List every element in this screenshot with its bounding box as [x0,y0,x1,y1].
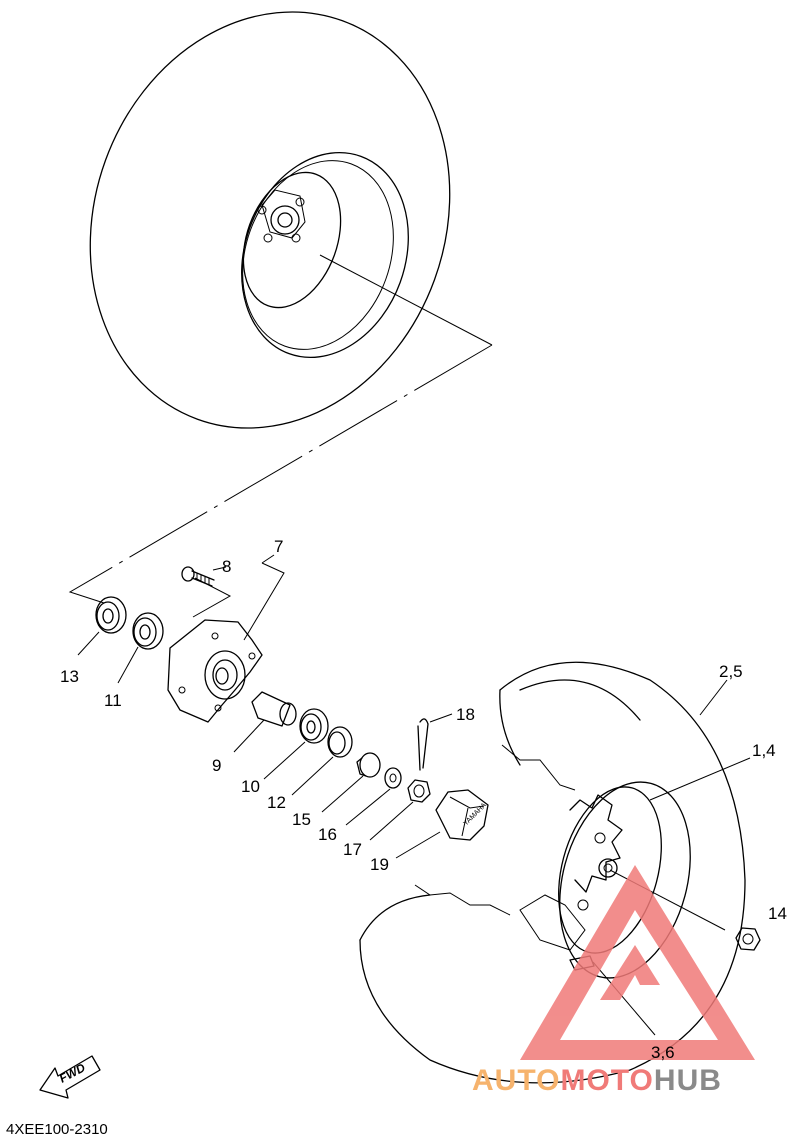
watermark-text: AUTOMOTOHUB [472,1064,722,1097]
bearing-13 [77,596,127,656]
watermark-logo [520,865,755,1060]
washer-16 [345,767,402,826]
callout-11: 11 [104,691,122,710]
seal-12 [291,726,353,796]
callout-14: 14 [768,904,787,923]
callout-1-4: 1,4 [752,741,776,760]
callout-15: 15 [292,810,311,829]
collar-15 [321,752,381,813]
callout-2-5: 2,5 [719,662,743,681]
callout-13: 13 [60,667,79,686]
callout-10: 10 [241,777,260,796]
watermark-part1: AUTO [472,1064,560,1097]
fwd-arrow-icon: FWD [39,1055,101,1099]
triangle-logo-icon [520,865,755,1060]
callout-19: 19 [370,855,389,874]
callout-18: 18 [456,705,475,724]
watermark-part3: HUB [654,1064,722,1097]
hub-cap-19: YAMAHA [395,789,489,859]
nut-17 [369,779,431,841]
watermark-part2: MOTO [560,1064,653,1097]
callout-16: 16 [318,825,337,844]
callout-3-6: 3,6 [651,1043,675,1062]
bearing-11 [117,612,164,684]
exploded-tire [359,661,746,1084]
callout-9: 9 [212,756,221,775]
callout-12: 12 [267,793,286,812]
diagram-code: 4XEE100-2310 [6,1121,108,1138]
reference-line [68,344,493,604]
callout-17: 17 [343,840,362,859]
fwd-label: FWD [57,1060,88,1085]
assembled-tire [89,11,493,429]
bearing-10 [263,708,329,780]
inner-logo-icon [600,945,660,1000]
spacer-9 [233,691,297,753]
callout-8: 8 [222,557,231,576]
hub-7 [167,554,285,723]
callout-7: 7 [274,537,283,556]
cotter-pin-18 [417,713,453,771]
